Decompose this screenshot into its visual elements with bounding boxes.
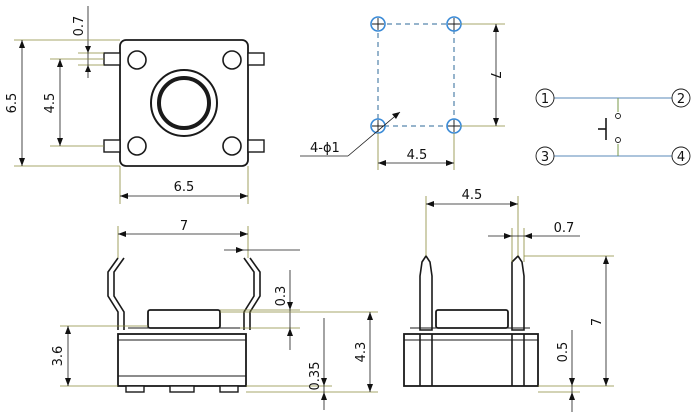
button-outer (150, 69, 218, 137)
top-pin-2 (247, 52, 265, 66)
dim-width-label: 6.5 (174, 180, 195, 195)
footprint-outline (377, 23, 455, 127)
top-pin-3 (103, 139, 121, 153)
pin-node-2 (671, 88, 691, 108)
side-lead-right (511, 254, 525, 331)
pin-node-1 (535, 88, 555, 108)
front-total-height-label: 4.3 (354, 342, 369, 363)
front-cap-height-label: 0.3 (274, 286, 289, 307)
corner-hole (222, 136, 242, 156)
footprint-vertical-label: 7 (487, 71, 502, 79)
pin-node-3 (535, 146, 555, 166)
svg-text:1: 1 (541, 92, 549, 107)
dim-pin-spacing-label: 4.5 (43, 93, 58, 114)
footprint-hole (370, 16, 386, 32)
front-body (117, 333, 247, 387)
footprint: 7 4.5 4-ϕ1 (300, 16, 505, 170)
side-lead-length-label: 7 (590, 318, 605, 326)
top-pin-1 (103, 52, 121, 66)
svg-text:3: 3 (541, 150, 549, 165)
side-span-label: 4.5 (462, 188, 483, 203)
side-lead-width-label: 0.7 (554, 221, 575, 236)
front-lead-left (107, 257, 125, 330)
corner-hole (127, 50, 147, 70)
schematic: 1 2 3 4 (535, 88, 691, 166)
top-pin-4 (247, 139, 265, 153)
front-base-label: 0.35 (308, 362, 323, 391)
hole-callout-label: 4-ϕ1 (310, 141, 340, 156)
svg-text:4: 4 (677, 150, 685, 165)
dim-height-label: 6.5 (5, 93, 20, 114)
front-body-height-label: 3.6 (51, 346, 66, 367)
side-lead-left (419, 254, 433, 331)
front-span-label: 7 (180, 219, 188, 234)
footprint-horizontal-label: 4.5 (407, 148, 428, 163)
dim-pin-width-label: 0.7 (72, 16, 87, 37)
front-view: 7 0.3 3.6 4.3 0.35 (51, 219, 378, 410)
front-lead-right (243, 257, 261, 330)
side-view: 4.5 0.7 7 0.5 (403, 188, 614, 412)
top-view-body (119, 39, 249, 167)
front-cap (147, 309, 221, 329)
corner-hole (222, 50, 242, 70)
side-standoff-label: 0.5 (556, 342, 571, 363)
button-inner (157, 76, 211, 130)
pin-node-4 (671, 146, 691, 166)
side-cap (435, 309, 509, 329)
corner-hole (127, 136, 147, 156)
svg-text:2: 2 (677, 92, 685, 107)
side-body (403, 333, 539, 387)
top-view: 0.7 6.5 4.5 6.5 (5, 6, 265, 204)
